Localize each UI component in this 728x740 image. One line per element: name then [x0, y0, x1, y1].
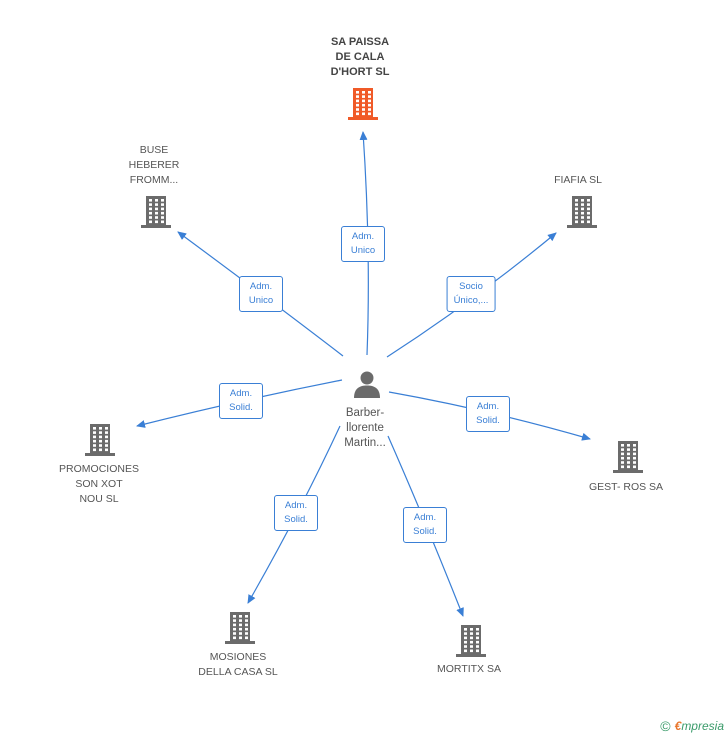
building-icon[interactable]: [140, 194, 172, 233]
person-icon[interactable]: [352, 369, 382, 404]
company-label-promociones[interactable]: PROMOCIONES SON XOT NOU SL: [59, 463, 139, 505]
company-label-buse-heberer[interactable]: BUSE HEBERER FROMM...: [128, 144, 180, 186]
company-label-sa-paissa[interactable]: SA PAISSA DE CALA D'HORT SL: [330, 36, 390, 78]
role-badge-fiafia: Socio Único,...: [446, 276, 496, 312]
building-icon[interactable]: [347, 86, 379, 125]
role-badge-sa-paissa: Adm. Unico: [341, 226, 385, 262]
role-badge-promociones: Adm. Solid.: [219, 383, 263, 419]
building-icon[interactable]: [84, 422, 116, 461]
building-icon[interactable]: [224, 610, 256, 649]
footer-brand: © €mpresia: [660, 718, 724, 734]
building-icon[interactable]: [566, 194, 598, 233]
company-label-mortitx[interactable]: MORTITX SA: [437, 663, 501, 675]
company-label-fiafia[interactable]: FIAFIA SL: [554, 174, 602, 186]
building-icon[interactable]: [455, 623, 487, 662]
building-icon[interactable]: [612, 439, 644, 478]
role-badge-mosiones: Adm. Solid.: [274, 495, 318, 531]
copyright-icon: ©: [660, 718, 671, 734]
company-label-gest-ros[interactable]: GEST- ROS SA: [588, 481, 664, 493]
role-badge-buse-heberer: Adm. Unico: [239, 276, 283, 312]
role-badge-gest-ros: Adm. Solid.: [466, 396, 510, 432]
empresia-logo: €mpresia: [674, 719, 724, 733]
person-name-label[interactable]: Barber- llorente Martin...: [344, 407, 386, 449]
role-badge-mortitx: Adm. Solid.: [403, 507, 447, 543]
company-label-mosiones[interactable]: MOSIONES DELLA CASA SL: [198, 651, 278, 678]
